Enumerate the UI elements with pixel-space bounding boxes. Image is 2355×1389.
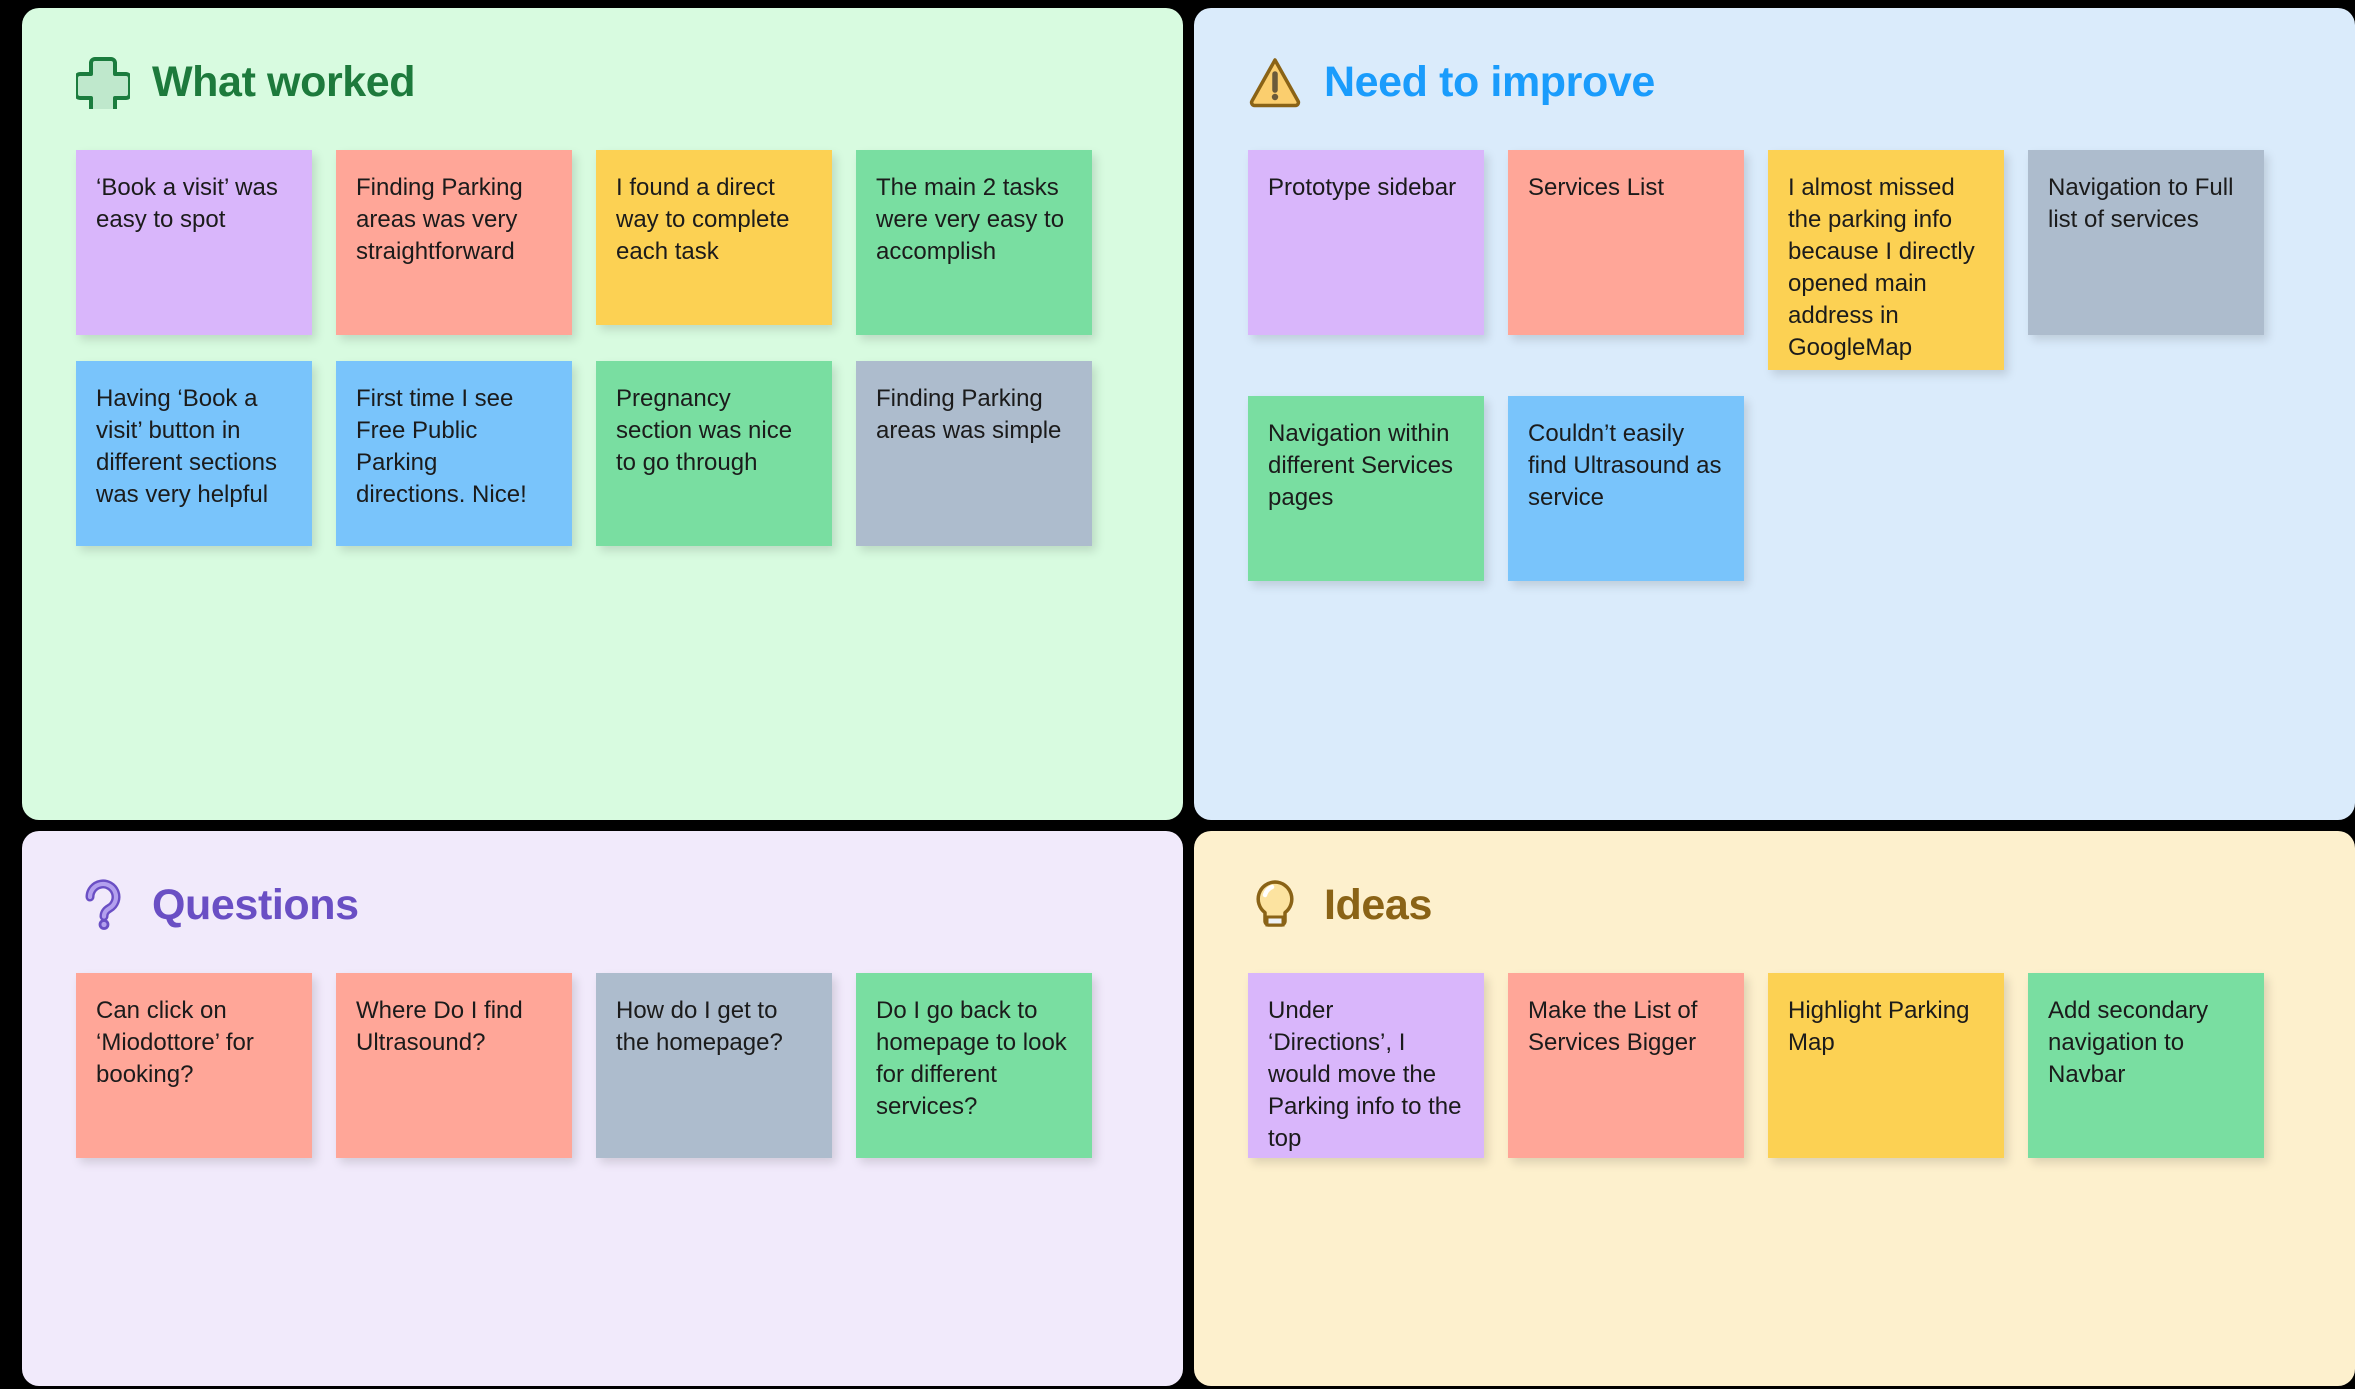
- notes-container-need-to-improve: Prototype sidebar Services List I almost…: [1230, 126, 2319, 581]
- sticky-note[interactable]: Pregnancy section was nice to go through: [596, 361, 832, 546]
- panel-header-what-worked: What worked: [58, 38, 1147, 126]
- sticky-note[interactable]: Under ‘Directions’, I would move the Par…: [1248, 973, 1484, 1158]
- sticky-note[interactable]: Finding Parking areas was simple: [856, 361, 1092, 546]
- sticky-note[interactable]: Add secondary navigation to Navbar: [2028, 973, 2264, 1158]
- sticky-note[interactable]: I almost missed the parking info because…: [1768, 150, 2004, 370]
- panel-header-questions: Questions: [58, 861, 1147, 949]
- sticky-note[interactable]: Do I go back to homepage to look for dif…: [856, 973, 1092, 1158]
- panel-need-to-improve: Need to improve Prototype sidebar Servic…: [1194, 8, 2355, 820]
- sticky-note[interactable]: Highlight Parking Map: [1768, 973, 2004, 1158]
- sticky-note[interactable]: Make the List of Services Bigger: [1508, 973, 1744, 1158]
- sticky-note[interactable]: I found a direct way to complete each ta…: [596, 150, 832, 325]
- notes-container-what-worked: ‘Book a visit’ was easy to spot Finding …: [58, 126, 1147, 546]
- sticky-note[interactable]: ‘Book a visit’ was easy to spot: [76, 150, 312, 335]
- sticky-note[interactable]: Navigation to Full list of services: [2028, 150, 2264, 335]
- warning-triangle-icon: [1248, 55, 1302, 109]
- sticky-note[interactable]: How do I get to the homepage?: [596, 973, 832, 1158]
- panel-questions: Questions Can click on ‘Miodottore’ for …: [22, 831, 1183, 1386]
- panel-what-worked: What worked ‘Book a visit’ was easy to s…: [22, 8, 1183, 820]
- question-mark-icon: [76, 878, 130, 932]
- sticky-note[interactable]: Services List: [1508, 150, 1744, 335]
- notes-container-ideas: Under ‘Directions’, I would move the Par…: [1230, 949, 2319, 1158]
- sticky-note[interactable]: Finding Parking areas was very straightf…: [336, 150, 572, 335]
- page-title: What worked: [152, 57, 416, 106]
- light-bulb-icon: [1248, 878, 1302, 932]
- sticky-note[interactable]: Prototype sidebar: [1248, 150, 1484, 335]
- plus-cross-icon: [76, 55, 130, 109]
- page-title: Need to improve: [1324, 57, 1655, 106]
- panel-header-ideas: Ideas: [1230, 861, 2319, 949]
- page-title: Ideas: [1324, 880, 1432, 929]
- panel-header-need-to-improve: Need to improve: [1230, 38, 2319, 126]
- sticky-note[interactable]: Couldn’t easily find Ultrasound as servi…: [1508, 396, 1744, 581]
- sticky-note[interactable]: Where Do I find Ultrasound?: [336, 973, 572, 1158]
- sticky-note[interactable]: The main 2 tasks were very easy to accom…: [856, 150, 1092, 335]
- page-title: Questions: [152, 880, 359, 929]
- sticky-note[interactable]: First time I see Free Public Parking dir…: [336, 361, 572, 546]
- sticky-note[interactable]: Having ‘Book a visit’ button in differen…: [76, 361, 312, 546]
- sticky-note[interactable]: Navigation within different Services pag…: [1248, 396, 1484, 581]
- notes-container-questions: Can click on ‘Miodottore’ for booking? W…: [58, 949, 1147, 1158]
- panel-ideas: Ideas Under ‘Directions’, I would move t…: [1194, 831, 2355, 1386]
- sticky-note[interactable]: Can click on ‘Miodottore’ for booking?: [76, 973, 312, 1158]
